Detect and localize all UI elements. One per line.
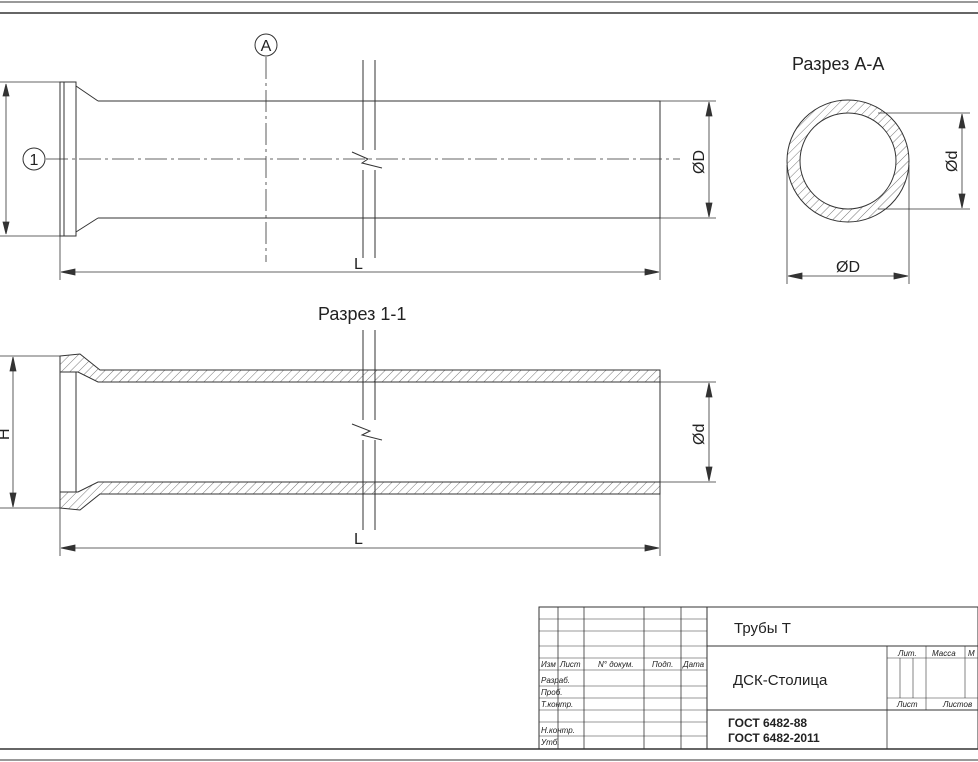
- title-block-headers: Изм Лист N° докум. Подп. Дата Разраб. Пр…: [540, 649, 975, 747]
- tb-product: Трубы Т: [734, 620, 791, 637]
- pipe-cross-section: [786, 99, 910, 223]
- socket-outline: [59, 81, 77, 237]
- marker-1-label: 1: [30, 152, 39, 169]
- dim-d-side: [660, 100, 716, 219]
- tb-sheets: Листов: [942, 700, 972, 709]
- break-line-section: [351, 330, 383, 530]
- col-izm: Изм: [541, 660, 556, 669]
- section-11-title: Разрез 1-1: [318, 304, 406, 324]
- tb-sheet: Лист: [896, 700, 918, 709]
- tb-lit: Лит.: [897, 649, 917, 658]
- dim-l-bottom: [59, 494, 661, 556]
- marker-1: 1: [22, 147, 46, 171]
- col-doc: N° докум.: [598, 660, 634, 669]
- dim-D-circle-label: ØD: [836, 259, 860, 276]
- dim-l-top: [59, 218, 661, 280]
- title-block: [538, 606, 978, 750]
- dim-d-circle: [878, 112, 970, 210]
- tb-mass: Масса: [932, 649, 956, 658]
- dim-left-top: [0, 81, 60, 237]
- dim-D-circle: [786, 165, 910, 284]
- pipe-longitudinal-section: [59, 353, 661, 511]
- role-tkontr: Т.контр.: [541, 700, 573, 709]
- pipe-side-view: [59, 81, 661, 237]
- col-sign: Подп.: [652, 660, 673, 669]
- dim-l-bottom-label: L: [354, 531, 363, 548]
- break-line-top: [351, 60, 383, 258]
- tb-standard-1: ГОСТ 6482-88: [728, 716, 807, 730]
- dim-h-label: H: [0, 428, 13, 440]
- pipe-barrel: [98, 100, 661, 219]
- col-list: Лист: [559, 660, 581, 669]
- tb-organization: ДСК-Столица: [733, 672, 828, 689]
- dim-d-section-label: Ød: [691, 424, 708, 445]
- col-date: Дата: [682, 660, 705, 669]
- dim-l-top-label: L: [354, 256, 363, 273]
- role-utv: Утб.: [540, 738, 560, 747]
- marker-a-label: A: [261, 38, 272, 55]
- tb-scale: М: [968, 649, 975, 658]
- dim-h: [0, 355, 60, 509]
- section-aa-title: Разрез А-А: [792, 54, 884, 74]
- dim-d-section: [660, 381, 716, 483]
- tb-standard-2: ГОСТ 6482-2011: [728, 731, 820, 745]
- dim-d-circle-label: Ød: [944, 151, 961, 172]
- marker-a: A: [254, 33, 278, 57]
- dim-d-side-label: ØD: [691, 150, 708, 174]
- role-nkontr: Н.контр.: [541, 726, 575, 735]
- role-razrab: Разраб.: [541, 676, 570, 685]
- role-prob: Проб.: [541, 688, 562, 697]
